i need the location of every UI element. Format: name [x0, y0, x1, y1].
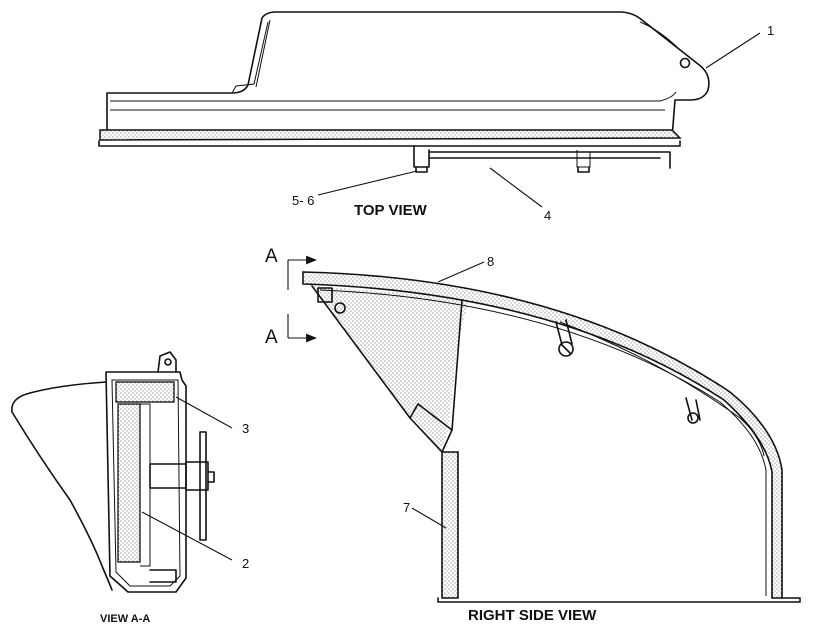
leader-8: [437, 261, 485, 283]
top-view-drawing: [98, 11, 710, 173]
right-side-view-drawing: [302, 271, 801, 603]
right-side-view-title: RIGHT SIDE VIEW: [468, 607, 597, 624]
bolt-head: [415, 166, 428, 173]
leader-1: [705, 32, 761, 69]
leader-7: [411, 507, 447, 529]
clip-bolt: [558, 341, 574, 357]
section-marker-upper: A: [265, 246, 278, 267]
section-marker-lower: A: [265, 327, 278, 348]
callout-5-6: 5- 6: [292, 193, 314, 208]
section-marker: [287, 255, 318, 343]
mounting-hole: [679, 57, 691, 69]
view-a-a-drawing: [11, 351, 215, 593]
leader-2: [141, 511, 233, 561]
leader-3: [175, 396, 233, 429]
top-view-title: TOP VIEW: [354, 202, 428, 219]
view-a-a-title: VIEW A-A: [100, 613, 150, 625]
clip-bolt: [687, 412, 699, 424]
roof-panel: [302, 271, 783, 599]
callout-2: 2: [242, 556, 249, 571]
seal-strip: [99, 129, 682, 141]
callout-8: 8: [487, 254, 494, 269]
leader-4: [489, 167, 543, 208]
post: [441, 451, 459, 599]
bolt-head: [577, 166, 590, 173]
callout-3: 3: [242, 421, 249, 436]
callout-1: 1: [767, 23, 774, 38]
callout-7: 7: [403, 500, 410, 515]
callout-4: 4: [544, 208, 551, 223]
leader-5-6: [317, 170, 418, 196]
